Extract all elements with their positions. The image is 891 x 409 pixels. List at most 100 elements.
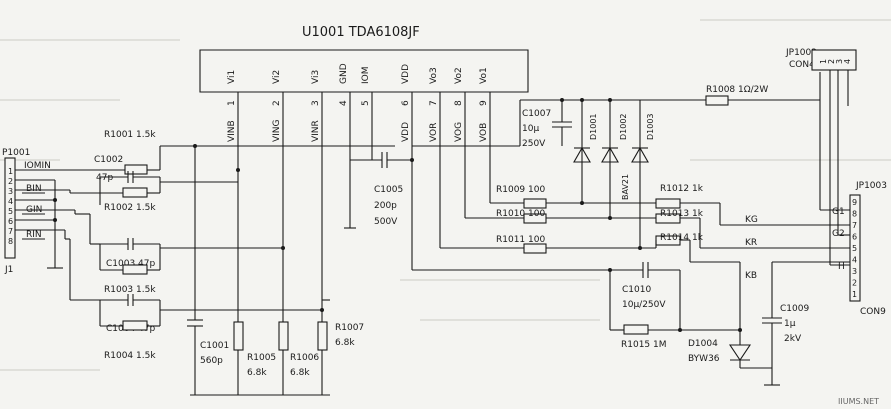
ic-pin-net: VOR bbox=[429, 123, 439, 142]
jp1003-pin-number: 7 bbox=[852, 221, 857, 230]
p1001-pin-number: 2 bbox=[8, 177, 13, 186]
ic-pin-net: VOG bbox=[454, 122, 464, 142]
jp1003-pin-number: 8 bbox=[852, 210, 857, 219]
jp1002-pin-number: 2 bbox=[827, 59, 836, 64]
ic-pin-label: Vi3 bbox=[311, 70, 321, 84]
r1007-label: R1007 bbox=[335, 323, 364, 333]
p1001-pin-number: 6 bbox=[8, 217, 13, 226]
p1001-body bbox=[4, 157, 16, 259]
r1011-label: R1011 100 bbox=[496, 235, 545, 245]
r1005-value: 6.8k bbox=[247, 368, 267, 378]
ic-pin-label: IOM bbox=[361, 66, 371, 84]
jp1003-pin-number: 2 bbox=[852, 279, 857, 288]
c1003-label: C1003 47p bbox=[106, 259, 156, 269]
input-wiring: R1001 1.5k C1002 47p R1002 1.5k bbox=[15, 125, 395, 361]
d1001-label: D1001 bbox=[589, 113, 598, 140]
ic-pin-number: 3 bbox=[311, 100, 321, 106]
jp1002-body bbox=[811, 49, 857, 71]
c1002-value: 47p bbox=[96, 173, 113, 183]
c1001-value: 560p bbox=[200, 356, 223, 366]
jp1003-ref: JP1003 bbox=[855, 181, 887, 191]
jp1002-pin-number: 4 bbox=[843, 59, 852, 64]
resistor-r1005 bbox=[233, 321, 244, 351]
net-label-rin: RIN bbox=[26, 230, 42, 240]
d1004-value: BYW36 bbox=[688, 354, 720, 364]
d1004-label: D1004 bbox=[688, 339, 718, 349]
p1001-pin-number: 7 bbox=[8, 227, 13, 236]
d1003-label: D1003 bbox=[646, 113, 655, 140]
d1002-label: D1002 bbox=[619, 113, 628, 140]
ic-pin-label: Vo3 bbox=[429, 67, 439, 84]
ic-pin-label: Vo1 bbox=[479, 67, 489, 84]
net-label-g2: G2 bbox=[832, 229, 845, 239]
r1004-label: R1004 1.5k bbox=[104, 351, 156, 361]
ic-pin-label: GND bbox=[339, 63, 349, 84]
net-label-kb: KB bbox=[745, 271, 757, 281]
r1009-label: R1009 100 bbox=[496, 185, 545, 195]
jp1003-pin-number: 4 bbox=[852, 256, 857, 265]
ic-pin-number: 4 bbox=[339, 100, 349, 106]
c1010-label: C1010 bbox=[622, 285, 651, 295]
ic-pin-number: 9 bbox=[479, 100, 489, 106]
jp1002-name: CON4 bbox=[789, 60, 815, 70]
c1005-label: C1005 bbox=[374, 185, 403, 195]
jp1003-pin-number: 5 bbox=[852, 244, 857, 253]
jp1003-name: CON9 bbox=[860, 307, 886, 317]
resistor-r1015 bbox=[623, 324, 649, 335]
p1001-name: J1 bbox=[4, 265, 13, 275]
p1001-pin-number: 1 bbox=[8, 167, 13, 176]
net-label-bin: BIN bbox=[26, 184, 42, 194]
jp1003-pin-number: 6 bbox=[852, 233, 857, 242]
ic-pin-number: 6 bbox=[401, 100, 411, 106]
resistor-r1009 bbox=[523, 198, 547, 209]
ic-pin-number: 8 bbox=[454, 100, 464, 106]
jp1003-pin-number: 9 bbox=[852, 198, 857, 207]
ic-u1001: U1001 TDA6108JF Vi11VINBVi22VINGVi33VINR… bbox=[199, 25, 529, 142]
ic-pin-net: VINB bbox=[227, 120, 237, 142]
p1001-ref: P1001 bbox=[2, 148, 30, 158]
c1009-label: C1009 bbox=[780, 304, 809, 314]
bav21-label: BAV21 bbox=[621, 174, 630, 200]
output-network: R1009 100 R1010 100 R1011 100 R1012 1k R… bbox=[412, 92, 850, 386]
r1013-label: R1013 1k bbox=[660, 209, 704, 219]
ic-pin-label: Vi2 bbox=[272, 70, 282, 84]
net-label-h: H bbox=[838, 262, 845, 272]
ic-pin-net: VING bbox=[272, 119, 282, 142]
watermark: IIUMS.NET bbox=[838, 397, 879, 406]
c1005-value: 200p bbox=[374, 201, 397, 211]
jp1002-ref: JP1002 bbox=[785, 48, 817, 58]
net-label-kg: KG bbox=[745, 215, 758, 225]
c1009-voltage: 2kV bbox=[784, 334, 802, 344]
vdd-rail: R1008 1Ω/2W C1007 10μ 250V D1001 D1002 D… bbox=[411, 72, 821, 270]
r1006-value: 6.8k bbox=[290, 368, 310, 378]
p1001-pin-number: 4 bbox=[8, 197, 13, 206]
ic-pin-number: 2 bbox=[272, 100, 282, 106]
resistor-r1012 bbox=[655, 198, 681, 209]
r1002-label: R1002 1.5k bbox=[104, 203, 156, 213]
c1001-label: C1001 bbox=[200, 341, 229, 351]
net-label-g1: G1 bbox=[832, 207, 845, 217]
jp1002-pin-number: 1 bbox=[819, 59, 828, 64]
p1001-pin-number: 3 bbox=[8, 187, 13, 196]
resistor-r1007 bbox=[317, 321, 328, 351]
r1008-label: R1008 1Ω/2W bbox=[706, 85, 768, 95]
c1007-voltage: 250V bbox=[522, 139, 546, 149]
jp1003-pin-number: 1 bbox=[852, 290, 857, 299]
ic-body bbox=[199, 49, 529, 93]
c1009-value: 1μ bbox=[784, 319, 796, 329]
ic-pin-net: VDD bbox=[401, 122, 411, 142]
page-bleed-through bbox=[0, 19, 891, 371]
jp1003-body bbox=[849, 194, 861, 302]
resistor-r1003 bbox=[122, 264, 148, 275]
net-label-iomin: IOMIN bbox=[24, 161, 51, 171]
p1001-pin-number: 5 bbox=[8, 207, 13, 216]
r1005-label: R1005 bbox=[247, 353, 276, 363]
resistor-r1011 bbox=[523, 243, 547, 254]
capacitor-c1005: C1005 200p 500V bbox=[344, 92, 414, 229]
ic-pin-number: 1 bbox=[227, 100, 237, 106]
jp1002-pin-number: 3 bbox=[835, 59, 844, 64]
